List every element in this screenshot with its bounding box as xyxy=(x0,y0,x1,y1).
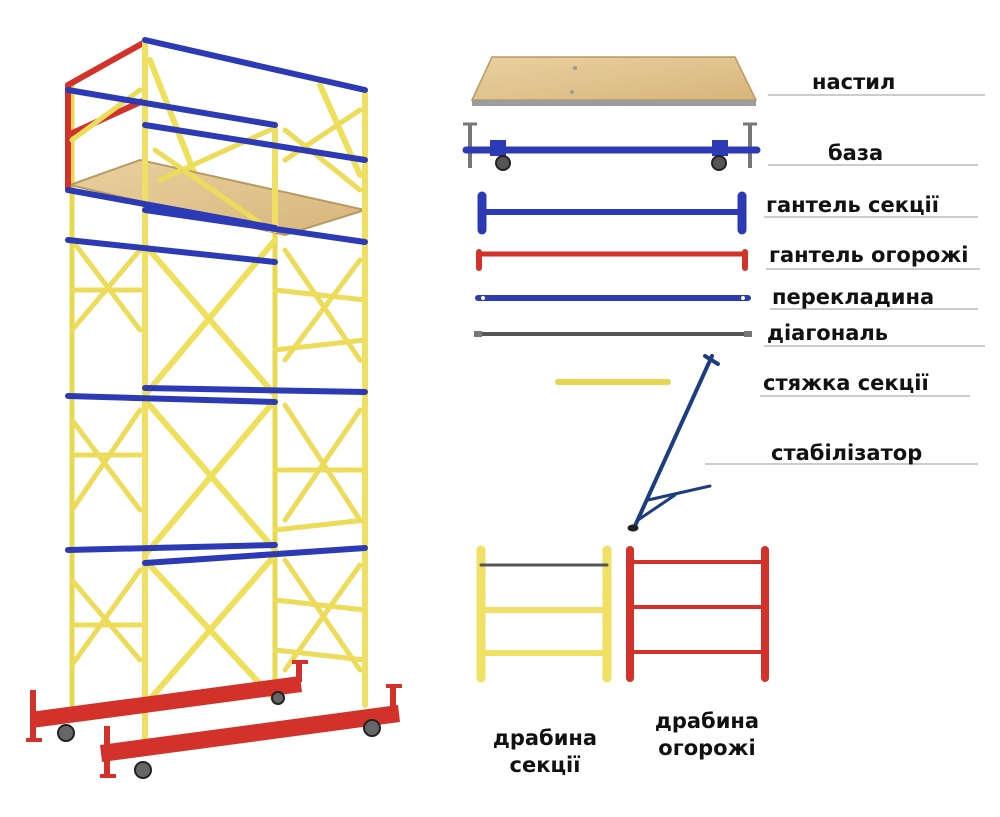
caption-drabyna-sektsii: драбина секції xyxy=(475,725,615,780)
label-styazhka-sektsii: стяжка секції xyxy=(763,371,929,395)
crossbar-part xyxy=(475,295,751,301)
caption-line: огорожі xyxy=(658,736,756,761)
diagonal-part xyxy=(474,331,752,337)
guardrail-dumbbell-part xyxy=(476,249,748,271)
label-gantel-sektsii: гантель секції xyxy=(766,193,939,217)
label-nastyl: настил xyxy=(812,70,896,94)
caption-line: драбина xyxy=(492,726,598,750)
section-dumbbell-part xyxy=(477,191,747,235)
label-diagonal: діагональ xyxy=(767,321,889,345)
scaffold-tower-illustration xyxy=(26,37,402,779)
section-ladder-part xyxy=(476,545,612,683)
label-baza: база xyxy=(828,141,884,165)
stabilizer-part xyxy=(627,354,720,532)
guardrail-ladder-part xyxy=(626,546,769,682)
caption-line: драбина xyxy=(654,709,760,733)
caption-line: секції xyxy=(509,753,581,778)
deck-plank-part xyxy=(470,56,758,106)
label-leader-lines xyxy=(705,94,985,465)
label-stabilizator: стабілізатор xyxy=(771,441,923,465)
label-gantel-ogorozhi: гантель огорожі xyxy=(769,243,969,267)
base-part xyxy=(462,122,761,171)
label-perekladyna: перекладина xyxy=(772,285,935,309)
caption-drabyna-ogorozhi: драбина огорожі xyxy=(637,708,777,763)
